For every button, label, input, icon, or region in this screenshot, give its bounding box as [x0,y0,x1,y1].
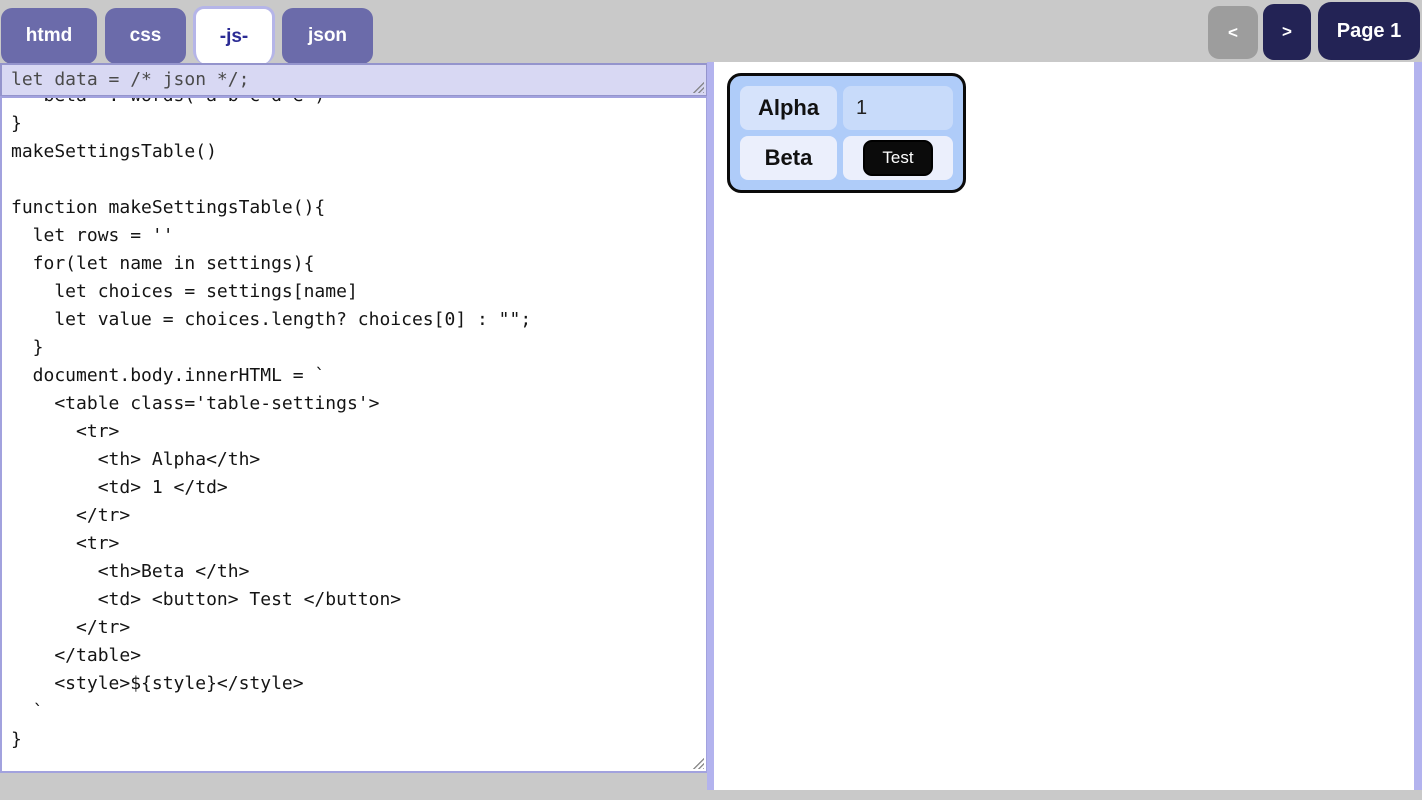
row-header-beta: Beta [740,136,837,180]
preview-pane: Alpha 1 Beta Test [707,62,1422,790]
settings-table: Alpha 1 Beta Test [727,73,966,193]
resize-handle[interactable] [692,757,704,769]
test-button[interactable]: Test [863,140,933,176]
table-row: Alpha 1 [740,86,953,130]
row-value-alpha: 1 [843,86,953,130]
tab-json[interactable]: json [282,8,373,64]
prev-page-button[interactable]: < [1208,6,1258,59]
tab-htmd[interactable]: htmd [1,8,97,64]
first-line-text: let data = /* json */; [11,69,250,90]
first-line-editor[interactable]: let data = /* json */; [0,63,708,97]
tab-js-active[interactable]: -js- [193,6,275,64]
next-page-button[interactable]: > [1263,4,1311,60]
table-row: Beta Test [740,136,953,180]
row-value-beta: Test [843,136,953,180]
row-header-alpha: Alpha [740,86,837,130]
page-indicator-button[interactable]: Page 1 [1318,2,1420,60]
js-code-editor[interactable]: 'beta' : words('a b c d e') } makeSettin… [0,96,708,773]
js-code-text: 'beta' : words('a b c d e') } makeSettin… [11,98,532,750]
tab-css[interactable]: css [105,8,186,64]
